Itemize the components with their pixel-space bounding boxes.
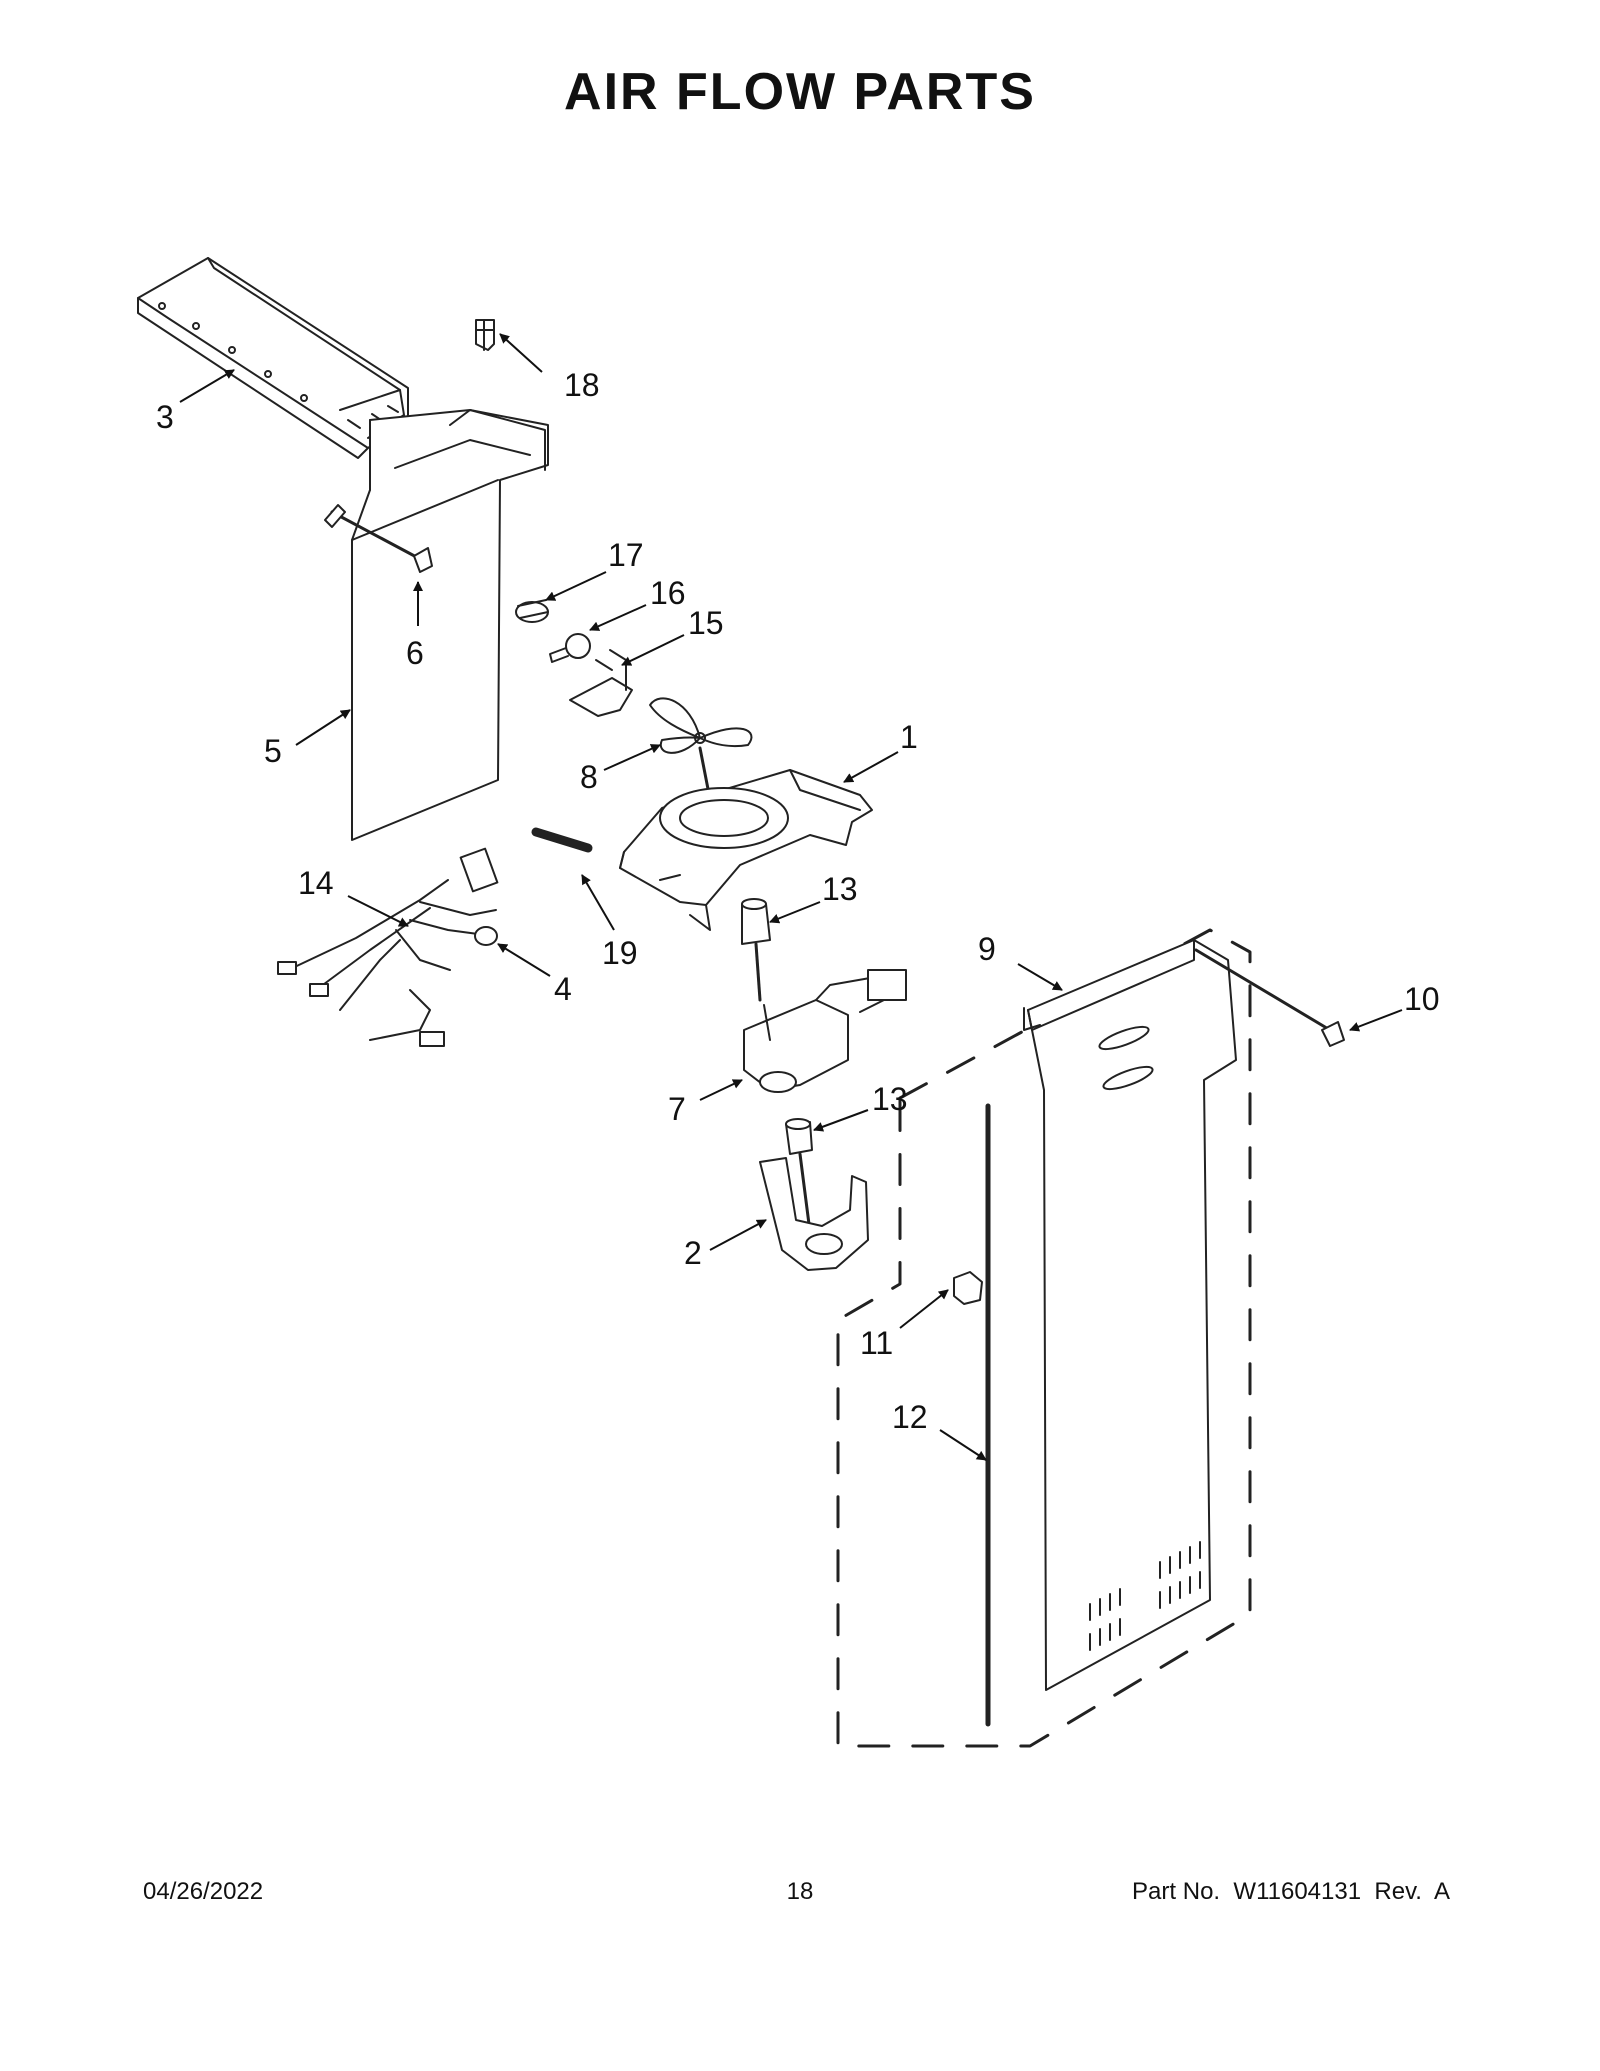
part-7-fan-motor <box>743 969 907 1093</box>
footer-part-number: Part No. W11604131 Rev. A <box>1132 1878 1450 1905</box>
part-9-rear-cover <box>1023 939 1237 1691</box>
callout-5: 5 <box>264 733 282 769</box>
callout-13-lower: 13 <box>872 1081 908 1117</box>
callout-7: 7 <box>668 1091 686 1127</box>
callout-14: 14 <box>298 865 334 901</box>
part-10-screw <box>1194 948 1345 1047</box>
part-2-motor-bracket <box>759 1157 869 1271</box>
leader-arrows <box>179 333 1403 1461</box>
vent-slots <box>1089 1541 1201 1651</box>
callout-13-upper: 13 <box>822 871 858 907</box>
part-13-grommet-lower <box>785 1118 813 1234</box>
part-5-duct-panel <box>351 409 549 841</box>
part-6-screw <box>324 504 433 573</box>
part-9-outline <box>836 928 1252 1748</box>
footer-page-number: 18 <box>786 1878 814 1905</box>
part-18-clip <box>475 319 495 351</box>
callout-15: 15 <box>688 605 724 641</box>
part-3-duct-cover <box>137 257 409 459</box>
part-16-thermistor <box>549 633 591 663</box>
page-title: AIR FLOW PARTS <box>564 63 1036 121</box>
footer-date: 04/26/2022 <box>143 1878 264 1905</box>
callout-19: 19 <box>602 935 638 971</box>
callout-18: 18 <box>564 367 600 403</box>
callout-17: 17 <box>608 537 644 573</box>
part-15-bracket <box>569 649 633 717</box>
callout-12: 12 <box>892 1399 928 1435</box>
part-17-clamp <box>515 599 549 623</box>
part-19-strip <box>531 827 593 853</box>
part-11-clip <box>953 1271 983 1305</box>
callout-11: 11 <box>860 1325 893 1361</box>
callout-16: 16 <box>650 575 686 611</box>
part-14-wire-harness <box>277 847 499 1047</box>
callout-2: 2 <box>684 1235 702 1271</box>
callout-3: 3 <box>156 399 174 435</box>
callout-9: 9 <box>978 931 996 967</box>
callout-4: 4 <box>554 971 572 1007</box>
part-8-fan-blade <box>649 697 753 832</box>
part-1-fan-housing <box>619 769 873 931</box>
part-13-grommet-upper <box>741 898 771 1002</box>
callout-1: 1 <box>900 719 918 755</box>
callout-10: 10 <box>1404 981 1440 1017</box>
callout-labels: 1 2 3 4 5 6 7 8 9 10 11 12 13 13 14 15 1… <box>156 367 1440 1435</box>
callout-8: 8 <box>580 759 598 795</box>
callout-6: 6 <box>406 635 424 671</box>
